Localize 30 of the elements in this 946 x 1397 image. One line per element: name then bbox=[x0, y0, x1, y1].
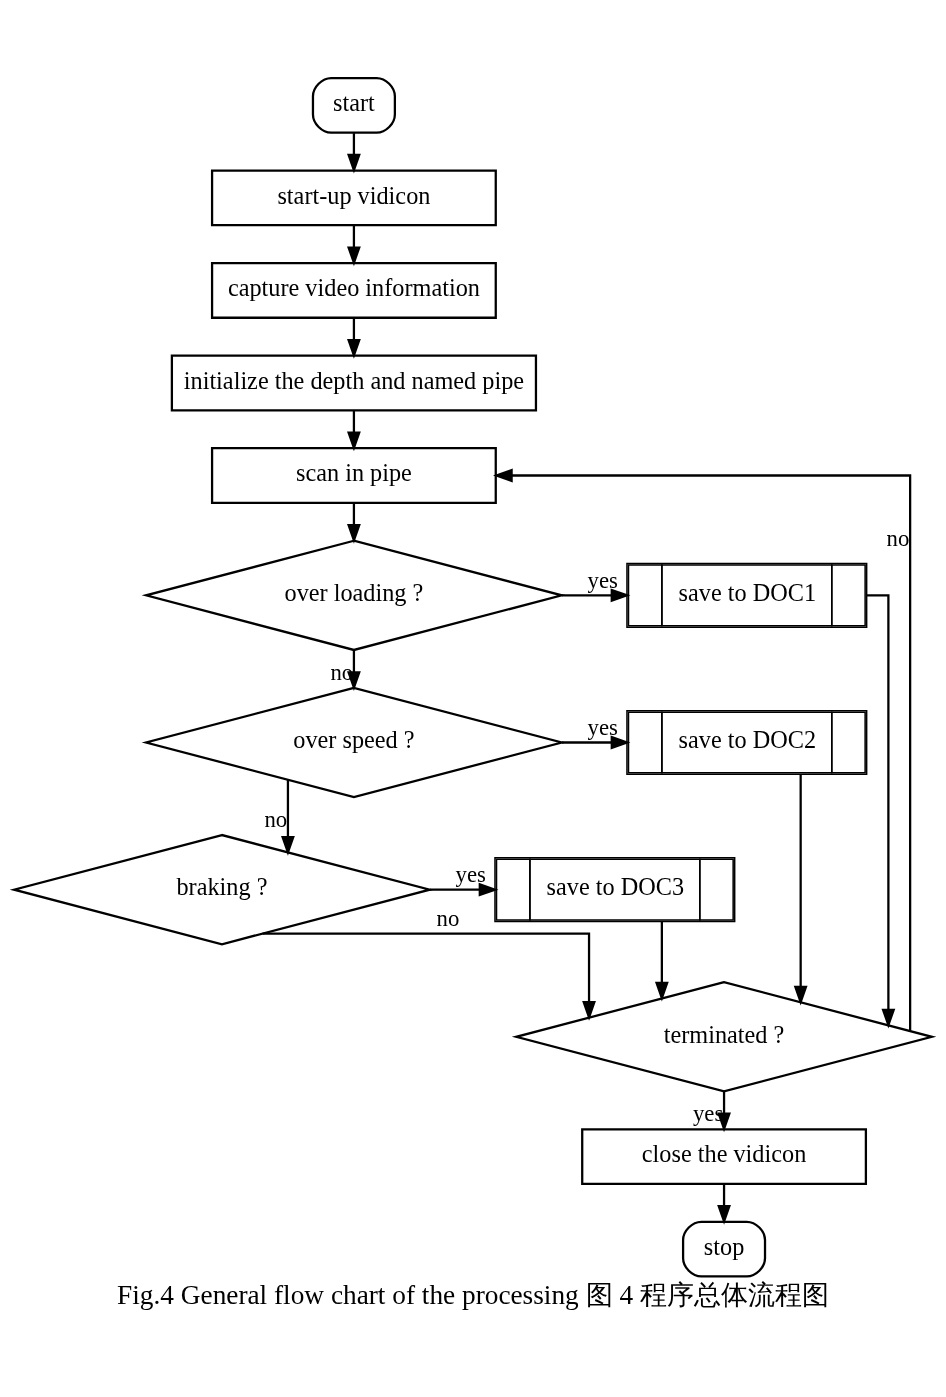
arrow bbox=[262, 932, 596, 1021]
arrow bbox=[793, 774, 808, 1006]
edge-label: no bbox=[264, 806, 288, 832]
node-box: initialize the depth and named pipe bbox=[170, 354, 538, 412]
arrow bbox=[347, 503, 361, 544]
arrow bbox=[347, 410, 361, 452]
arrow bbox=[717, 1184, 731, 1225]
arrow bbox=[347, 318, 361, 359]
arrow bbox=[654, 921, 669, 1002]
edge-label: yes bbox=[455, 862, 486, 888]
edge-label: yes bbox=[587, 714, 618, 740]
node-box: capture video information bbox=[210, 262, 497, 319]
node-box: start bbox=[311, 76, 396, 134]
arrow bbox=[429, 882, 499, 897]
arrow bbox=[347, 225, 361, 267]
edge-label: yes bbox=[587, 567, 618, 593]
arrow bbox=[717, 1091, 731, 1133]
edge-label: no bbox=[886, 526, 910, 552]
arrow bbox=[561, 588, 631, 603]
edge-label: no bbox=[436, 906, 460, 932]
arrow bbox=[281, 780, 295, 856]
arrow bbox=[493, 468, 912, 1031]
arrow bbox=[561, 735, 631, 750]
arrow bbox=[347, 650, 361, 692]
arrow bbox=[347, 133, 361, 174]
node-box: start-up vidicon bbox=[210, 169, 497, 227]
caption: Fig.4 General flow chart of the processing 图 4 程序总体流程图 bbox=[117, 1280, 829, 1311]
node-box: scan in pipe bbox=[210, 447, 497, 504]
node-box: close the vidicon bbox=[581, 1128, 868, 1186]
node-box: stop bbox=[681, 1220, 767, 1278]
